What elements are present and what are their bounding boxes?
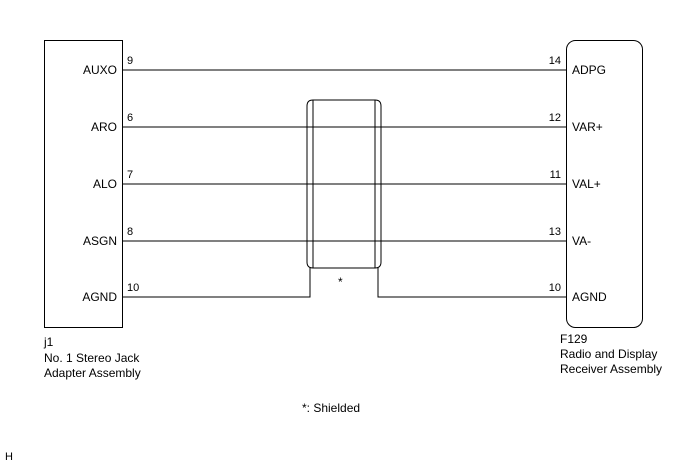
shield-marker: * bbox=[338, 275, 343, 289]
right-connector-name-line1: Radio and Display bbox=[560, 347, 657, 361]
wire-line bbox=[377, 268, 566, 298]
shield-legend: *: Shielded bbox=[302, 401, 360, 415]
right-pin-label: VA- bbox=[572, 234, 591, 248]
left-connector-box bbox=[44, 40, 123, 328]
left-connector-name-line2: Adapter Assembly bbox=[44, 366, 141, 380]
left-pin-label: AUXO bbox=[83, 63, 117, 77]
right-pin-label: VAL+ bbox=[572, 177, 601, 191]
right-pin-number: 14 bbox=[549, 55, 561, 67]
left-pin-label: AGND bbox=[82, 290, 117, 304]
left-pin-number: 7 bbox=[127, 169, 133, 181]
right-pin-number: 13 bbox=[549, 226, 561, 238]
corner-mark: H bbox=[5, 451, 13, 463]
right-pin-number: 12 bbox=[549, 112, 561, 124]
right-pin-number: 10 bbox=[549, 282, 561, 294]
left-pin-number: 10 bbox=[127, 282, 139, 294]
right-pin-label: AGND bbox=[572, 290, 607, 304]
left-pin-number: 6 bbox=[127, 112, 133, 124]
shield-bundle bbox=[306, 99, 382, 269]
right-pin-label: VAR+ bbox=[572, 120, 603, 134]
right-connector-box bbox=[566, 40, 643, 328]
left-pin-number: 8 bbox=[127, 226, 133, 238]
shield-outline-right bbox=[374, 99, 382, 269]
left-pin-label: ARO bbox=[91, 120, 117, 134]
right-pin-label: ADPG bbox=[572, 63, 606, 77]
right-connector-name-line2: Receiver Assembly bbox=[560, 362, 662, 376]
wire-line bbox=[122, 268, 311, 298]
left-pin-label: ASGN bbox=[83, 234, 117, 248]
left-pin-number: 9 bbox=[127, 55, 133, 67]
shield-outline-left bbox=[306, 99, 314, 269]
left-connector-code: j1 bbox=[43, 335, 54, 349]
left-pin-label: ALO bbox=[93, 177, 117, 191]
right-pin-number: 11 bbox=[550, 169, 561, 181]
left-connector-name-line1: No. 1 Stereo Jack bbox=[44, 351, 140, 365]
right-connector-code: F129 bbox=[560, 332, 588, 346]
